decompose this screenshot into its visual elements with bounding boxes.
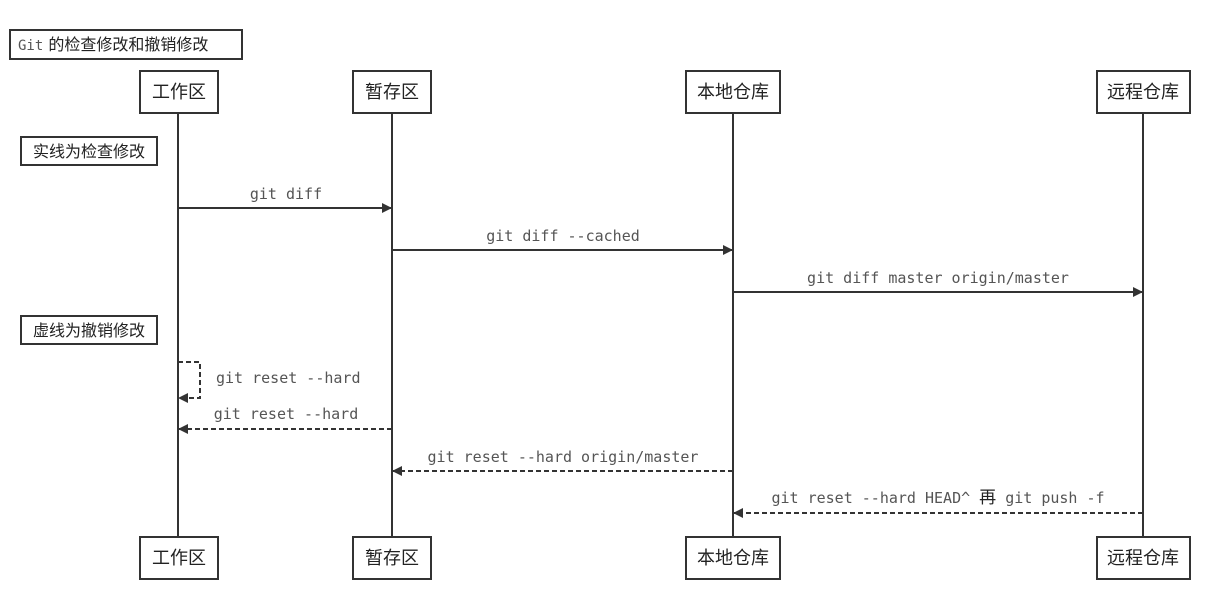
participant-local-repo-bottom: 本地仓库 [685, 536, 781, 580]
svg-text:Git 的检查修改和撤销修改: Git 的检查修改和撤销修改 [18, 35, 208, 54]
message-git-reset-hard: git reset --hard [178, 405, 392, 434]
participant-label: 暂存区 [365, 548, 419, 569]
note-label: 实线为检查修改 [33, 142, 145, 161]
diagram-title: Git 的检查修改和撤销修改 [9, 29, 243, 60]
note-label: 虚线为撤销修改 [33, 321, 145, 340]
participant-workspace-top: 工作区 [139, 70, 219, 114]
participant-staging-top: 暂存区 [352, 70, 432, 114]
message-git-reset-head-push: git reset --hard HEAD^ 再 git push -f [733, 488, 1143, 518]
note-dashed-undo: 虚线为撤销修改 [20, 315, 158, 345]
participant-local-repo-top: 本地仓库 [685, 70, 781, 114]
message-label-connector: 再 [979, 488, 996, 508]
message-label: git diff --cached [486, 227, 640, 245]
participant-workspace-bottom: 工作区 [139, 536, 219, 580]
participant-staging-bottom: 暂存区 [352, 536, 432, 580]
message-label-part-1: git reset --hard HEAD^ [771, 489, 979, 507]
title-code: Git [18, 38, 43, 54]
message-git-reset-hard-self: git reset --hard [178, 361, 361, 403]
message-arrow [178, 361, 201, 403]
participant-label: 本地仓库 [697, 548, 769, 569]
participant-label: 工作区 [152, 82, 206, 103]
message-label: git reset --hard [216, 369, 361, 387]
participant-label: 远程仓库 [1107, 82, 1179, 103]
message-label-part-2: git push -f [996, 489, 1104, 507]
message-git-diff-cached: git diff --cached [392, 227, 733, 255]
message-git-diff-master-origin: git diff master origin/master [733, 269, 1143, 297]
note-solid-check: 实线为检查修改 [20, 136, 158, 166]
message-label: git reset --hard [214, 405, 359, 423]
message-label: git reset --hard origin/master [428, 448, 699, 466]
participant-remote-repo-top: 远程仓库 [1096, 70, 1191, 114]
participant-remote-repo-bottom: 远程仓库 [1096, 536, 1191, 580]
title-text: 的检查修改和撤销修改 [43, 35, 208, 54]
participant-label: 暂存区 [365, 82, 419, 103]
participant-label: 远程仓库 [1107, 548, 1179, 569]
message-git-reset-hard-origin-master: git reset --hard origin/master [392, 448, 733, 476]
message-label: git reset --hard HEAD^ 再 git push -f [771, 488, 1104, 508]
message-label: git diff master origin/master [807, 269, 1069, 287]
participant-label: 工作区 [152, 548, 206, 569]
message-label: git diff [250, 185, 322, 203]
message-git-diff: git diff [178, 185, 392, 213]
participant-label: 本地仓库 [697, 82, 769, 103]
